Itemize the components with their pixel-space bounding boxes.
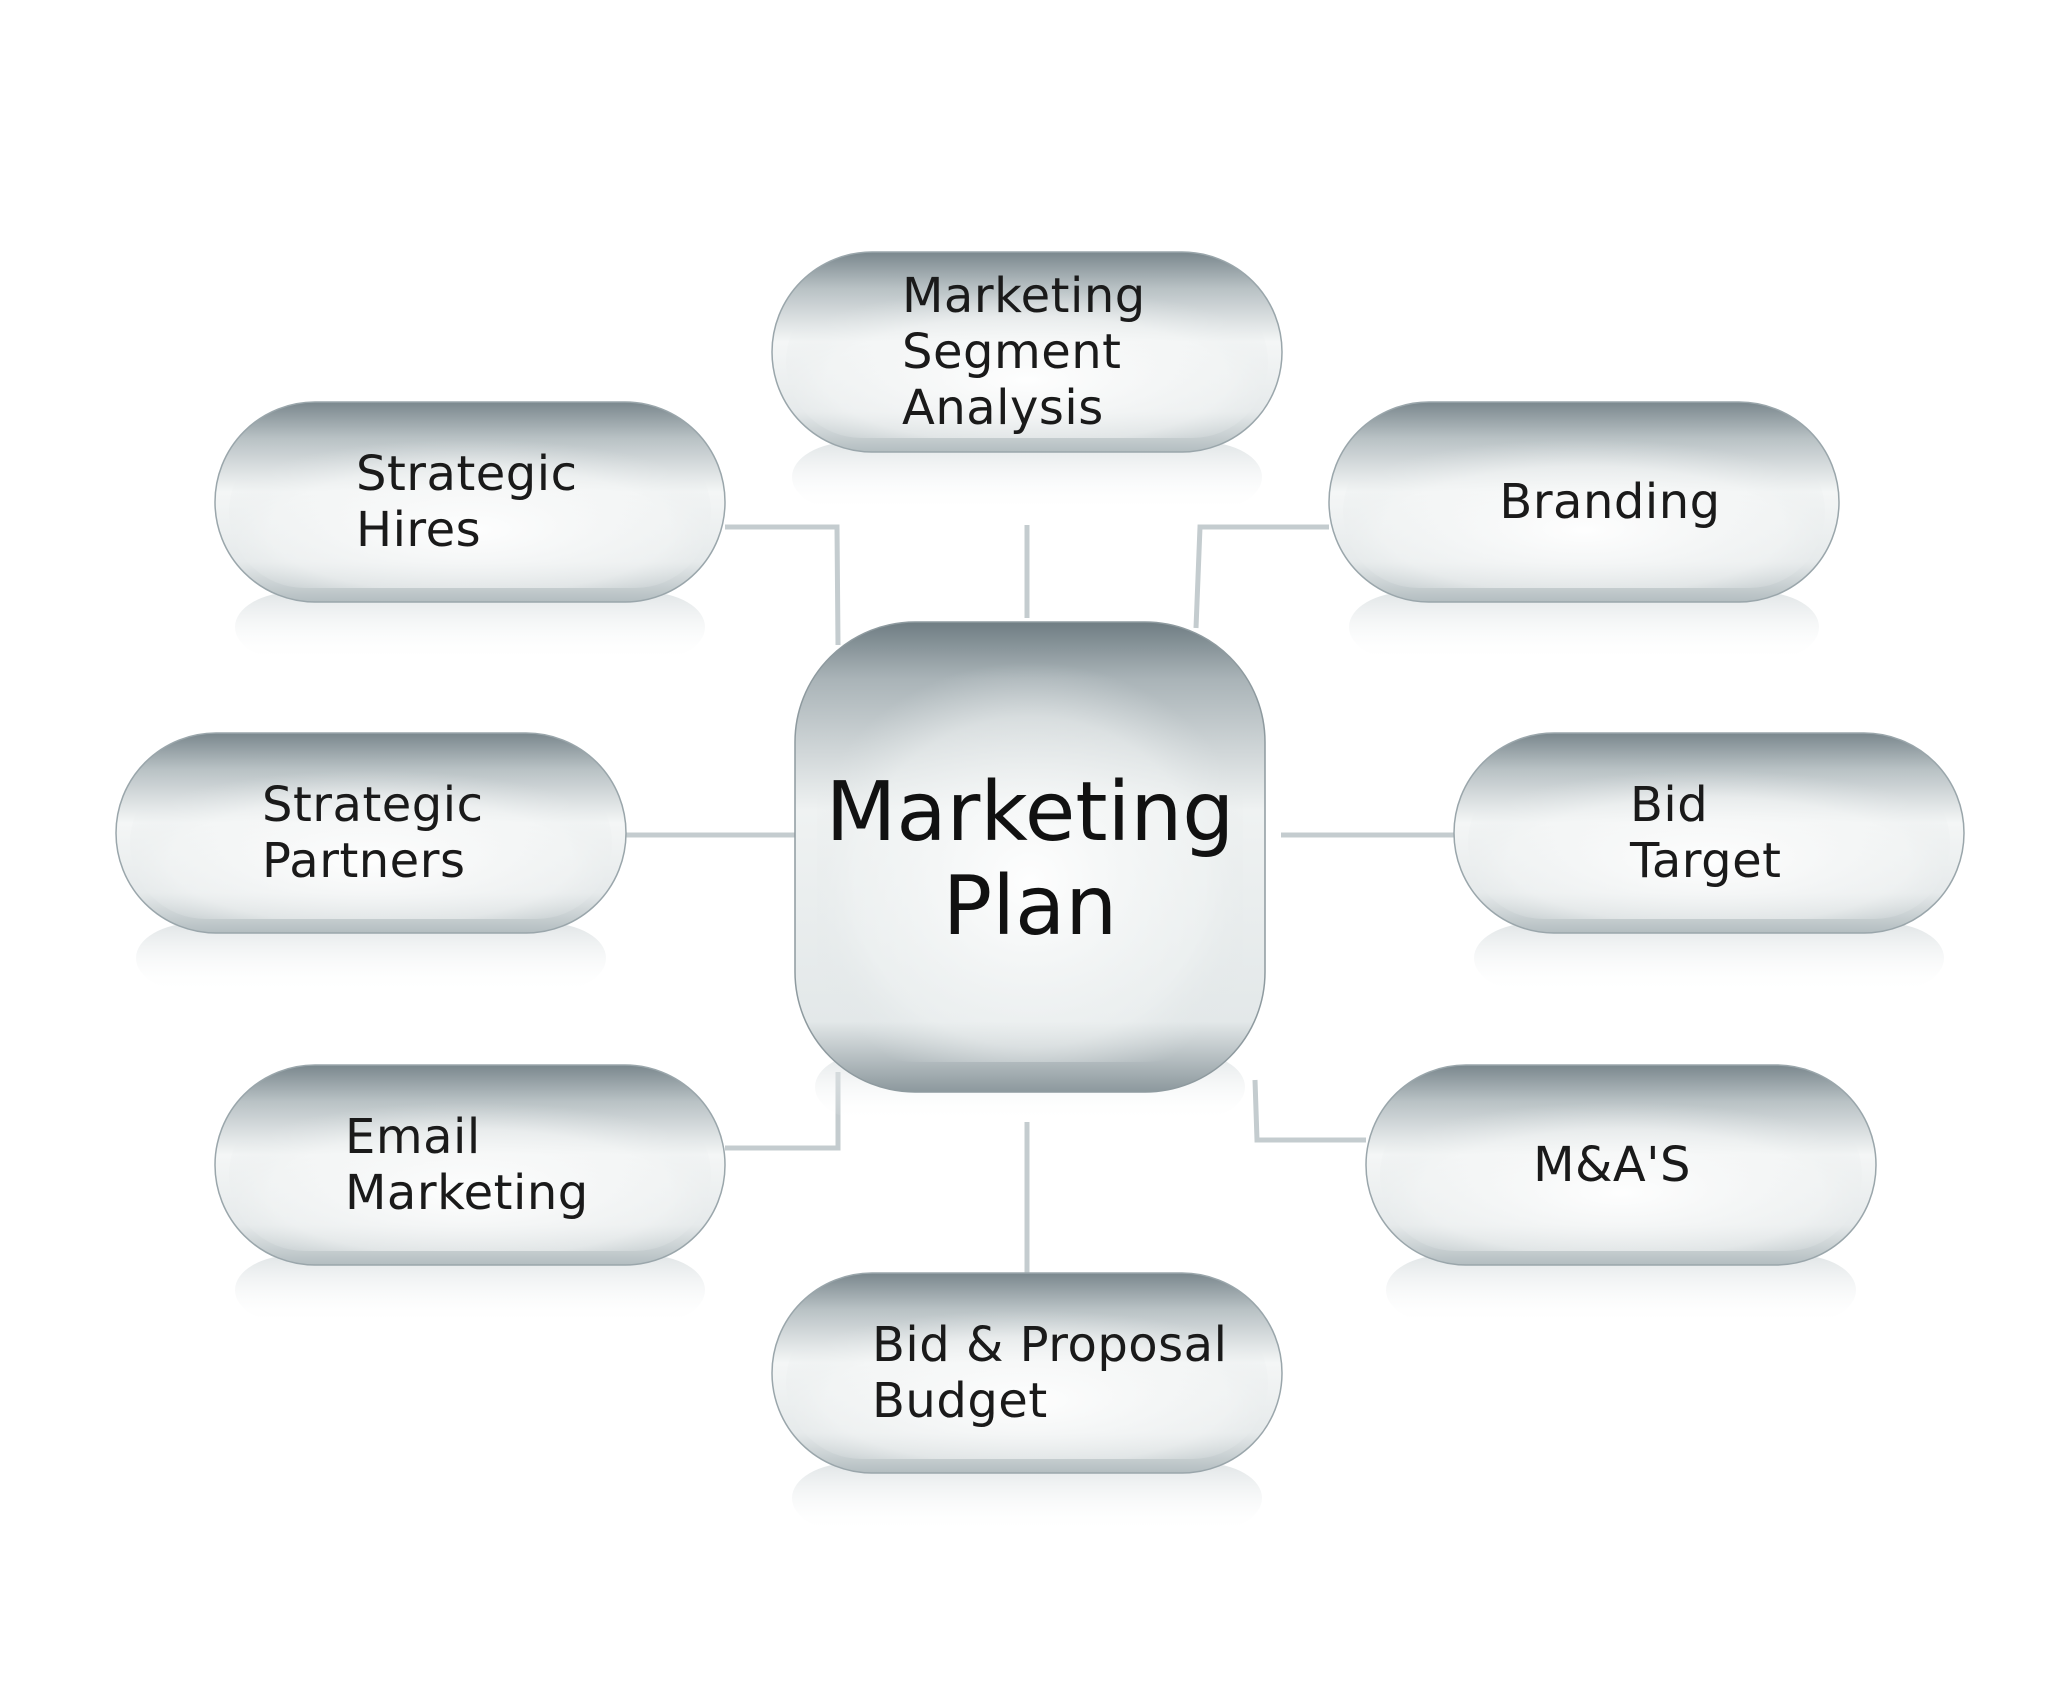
node-reflection (136, 923, 606, 993)
center-node-highlight (817, 662, 1243, 1062)
node-pill-highlight (229, 436, 711, 588)
node-pill-highlight (130, 767, 612, 919)
node-label-line: Branding (1499, 474, 1720, 530)
node-reflection (1349, 592, 1819, 662)
node-reflection (792, 1463, 1262, 1533)
node-reflection (792, 442, 1262, 512)
connector-mas (1252, 1079, 1366, 1143)
node-label-line: Partners (262, 833, 465, 889)
node-label-line: Segment (902, 324, 1122, 380)
node-pill-highlight (229, 1099, 711, 1251)
node-reflection (1474, 923, 1944, 993)
connector-strategic-hires (725, 524, 841, 646)
node-label-line: Bid (1630, 777, 1708, 833)
node-label-line: Strategic (262, 777, 483, 833)
node-label-line: Marketing (345, 1165, 589, 1221)
node-label-line: Bid & Proposal (872, 1317, 1227, 1373)
node-label-line: Hires (356, 502, 481, 558)
node-label-line: Target (1629, 833, 1782, 889)
node-mas: M&A'S (1365, 1064, 1877, 1325)
node-label-line: Strategic (356, 446, 577, 502)
node-label-line: Budget (872, 1373, 1048, 1429)
node-label-line: M&A'S (1533, 1137, 1691, 1193)
node-pill-highlight (1343, 436, 1825, 588)
connector-branding (1193, 524, 1329, 629)
connector-lines (626, 524, 1454, 1273)
node-pill-highlight (1380, 1099, 1862, 1251)
center-label-line: Plan (943, 859, 1117, 954)
node-label-line: Marketing (902, 268, 1146, 324)
center-label-line: Marketing (826, 765, 1235, 860)
node-pill-highlight (786, 1307, 1268, 1459)
node-label-line: Email (345, 1109, 481, 1165)
node-branding: Branding (1328, 401, 1840, 662)
node-pill-highlight (786, 286, 1268, 438)
node-pill-highlight (1468, 767, 1950, 919)
node-reflection (235, 1255, 705, 1325)
node-label-line: Analysis (902, 380, 1104, 436)
node-reflection (235, 592, 705, 662)
node-reflection (1386, 1255, 1856, 1325)
